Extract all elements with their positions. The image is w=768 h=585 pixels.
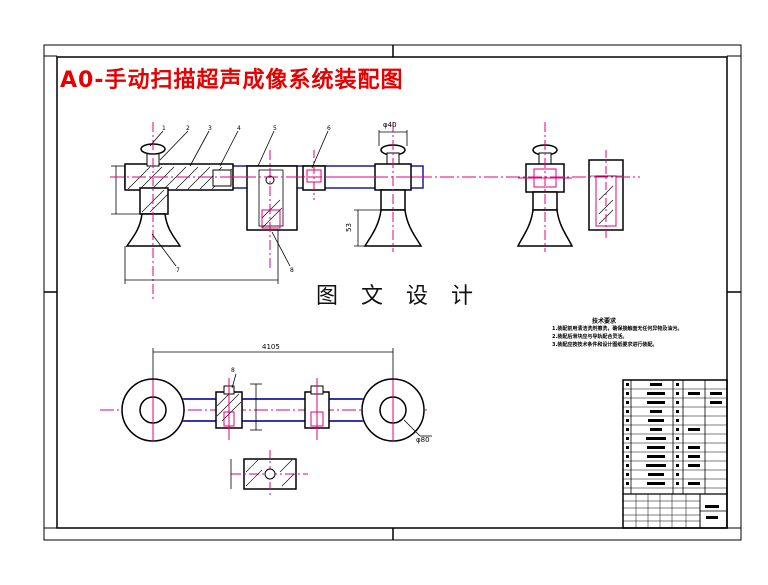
requirement-line: 3.装配应按技术条件和设计图纸要求进行装配。 xyxy=(552,342,658,348)
side-view xyxy=(516,122,574,252)
svg-text:1: 1 xyxy=(162,125,166,132)
front-view: 1 2 3 4 5 6 7 8 xyxy=(111,122,424,300)
svg-text:3: 3 xyxy=(208,125,212,132)
technical-requirements-heading: 技术要求 xyxy=(592,318,617,325)
svg-text:8: 8 xyxy=(231,367,235,374)
svg-text:4: 4 xyxy=(237,125,241,132)
dim-total-length: 4105 xyxy=(262,343,280,351)
title-block-row-numbers xyxy=(626,383,679,485)
title-block xyxy=(622,379,728,529)
title-block-entries xyxy=(646,383,722,519)
svg-text:2: 2 xyxy=(186,125,190,132)
svg-text:7: 7 xyxy=(176,267,180,274)
dim-top-width: φ40 xyxy=(383,121,397,129)
dim-cup-diameter: φ80 xyxy=(416,436,430,444)
dim-height: 53 xyxy=(345,223,353,232)
drawing-title: A0-手动扫描超声成像系统装配图 xyxy=(60,68,404,93)
center-marks xyxy=(44,45,741,540)
svg-text:6: 6 xyxy=(327,125,331,132)
requirement-line: 1.装配前用清洁洗剂擦洗，确保接触面无任何异物及油污。 xyxy=(552,326,683,332)
top-view: 8 xyxy=(100,348,432,442)
border-ticks xyxy=(44,55,741,529)
technical-requirements: 技术要求 1.装配前用清洁洗剂擦洗，确保接触面无任何异物及油污。 2.装配后滑块… xyxy=(552,316,682,349)
middle-slider xyxy=(246,165,298,231)
right-suction-cup xyxy=(363,209,423,247)
detail-view xyxy=(230,450,308,496)
svg-text:8: 8 xyxy=(290,267,294,274)
svg-text:5: 5 xyxy=(273,125,277,132)
slider-side-view xyxy=(588,150,624,240)
requirement-line: 2.装配后滑块应与导轨配合灵活。 xyxy=(552,334,628,340)
watermark-text: 图 文 设 计 xyxy=(312,278,485,310)
